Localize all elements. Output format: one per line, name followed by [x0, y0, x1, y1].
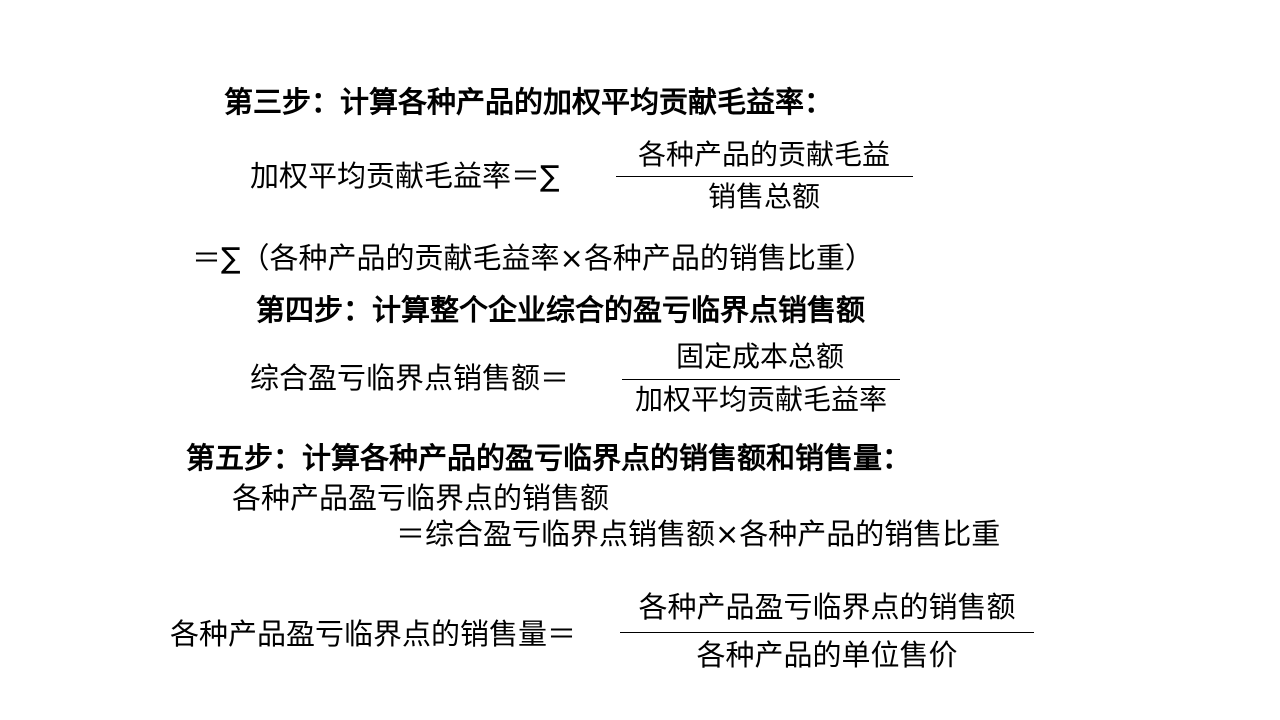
weighted-margin-formula-numerator: 各种产品的贡献毛益 — [637, 138, 890, 171]
step4-heading: 第四步：计算整个企业综合的盈亏临界点销售额 — [256, 293, 866, 327]
product-breakeven-volume-fraction-bar — [620, 632, 1034, 633]
weighted-margin-formula-denominator: 销售总额 — [707, 180, 820, 213]
product-breakeven-volume-denominator: 各种产品的单位售价 — [696, 638, 958, 672]
weighted-margin-formula-sum: ＝∑（各种产品的贡献毛益率×各种产品的销售比重） — [192, 241, 874, 275]
step3-heading: 第三步：计算各种产品的加权平均贡献毛益率： — [224, 85, 834, 119]
product-breakeven-volume-lhs: 各种产品盈亏临界点的销售量＝ — [170, 617, 577, 651]
weighted-margin-formula-lhs: 加权平均贡献毛益率＝∑ — [250, 159, 560, 193]
weighted-margin-fraction-bar — [616, 176, 913, 177]
product-breakeven-sales-line2: ＝综合盈亏临界点销售额×各种产品的销售比重 — [396, 517, 1001, 551]
product-breakeven-volume-numerator: 各种产品盈亏临界点的销售额 — [638, 590, 1016, 624]
breakeven-sales-formula-numerator: 固定成本总额 — [675, 340, 844, 373]
breakeven-sales-formula-denominator: 加权平均贡献毛益率 — [634, 383, 887, 416]
product-breakeven-sales-line1: 各种产品盈亏临界点的销售额 — [232, 481, 610, 515]
step5-heading: 第五步：计算各种产品的盈亏临界点的销售额和销售量： — [186, 441, 912, 475]
breakeven-sales-formula-lhs: 综合盈亏临界点销售额＝ — [250, 361, 570, 395]
breakeven-sales-fraction-bar — [622, 379, 900, 380]
